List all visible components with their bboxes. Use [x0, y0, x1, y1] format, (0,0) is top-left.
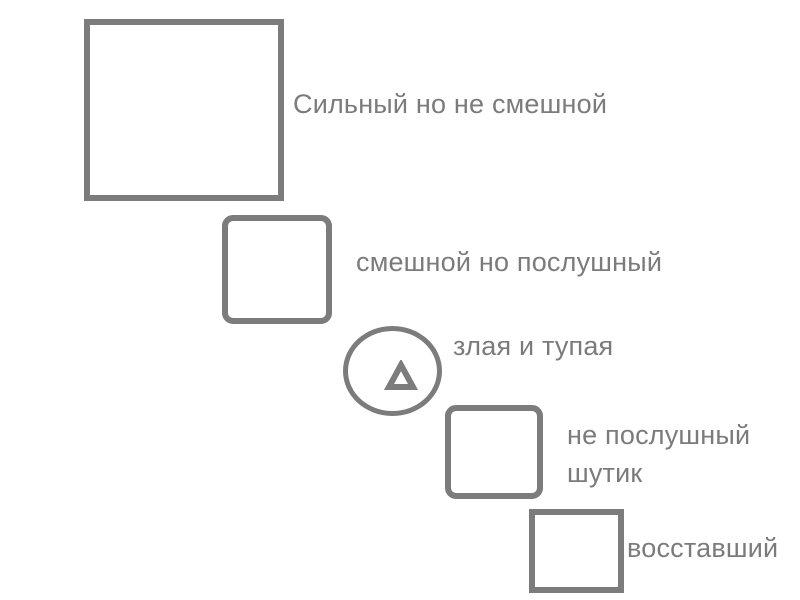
circle-node: [343, 326, 442, 416]
node-label-multiline: не послушный шутик: [567, 416, 750, 492]
small-square-node: [529, 509, 624, 593]
node-label-line: шутик: [567, 458, 643, 488]
node-label: смешной но послушный: [356, 247, 663, 277]
node-label: Сильный но не смешной: [293, 89, 608, 119]
rounded-square-node: [445, 405, 543, 499]
node-label-line: не послушный: [567, 420, 751, 450]
large-square-node: [84, 19, 284, 201]
triangle-icon: [384, 360, 418, 390]
node-label: восставший: [627, 533, 779, 563]
node-label: злая и тупая: [453, 331, 614, 361]
rounded-square-node: [222, 215, 332, 324]
